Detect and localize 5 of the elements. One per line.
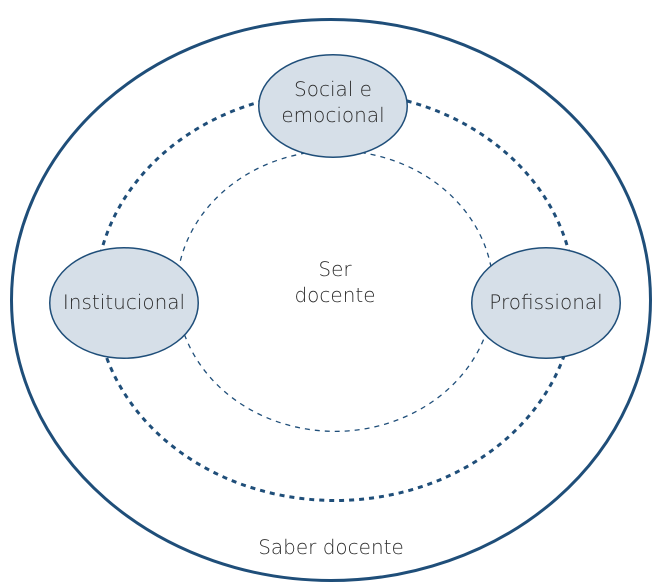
node-label: Social e emocional: [280, 76, 386, 128]
node-label: Ser docente: [293, 256, 377, 308]
node-label: Saber docente: [257, 534, 405, 560]
node-label: Institucional: [62, 289, 186, 315]
node-label: Profissional: [488, 289, 604, 315]
